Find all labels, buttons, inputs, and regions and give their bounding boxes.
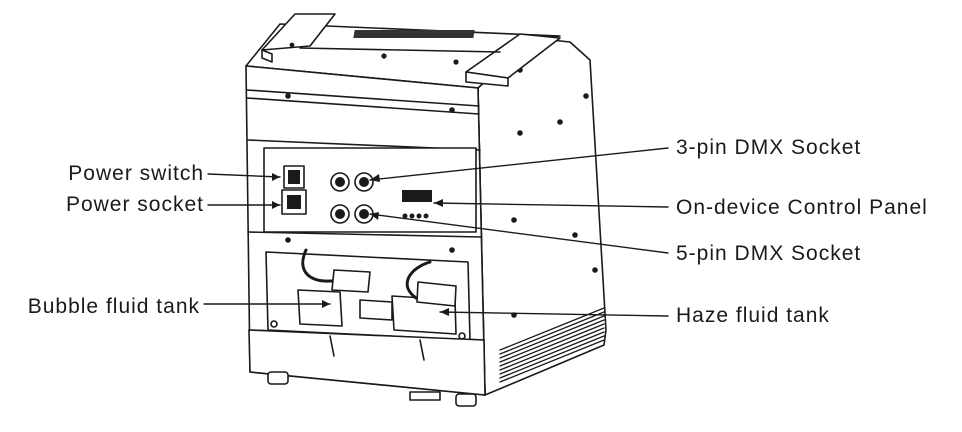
label-power-socket: Power socket <box>65 193 204 216</box>
callout-control-panel <box>433 202 669 208</box>
label-power-switch: Power switch <box>68 162 204 185</box>
side-panel <box>477 37 607 396</box>
callout-5pin-dmx <box>369 213 669 254</box>
callout-power-switch <box>207 173 281 178</box>
label-3pin-dmx-socket: 3-pin DMX Socket <box>676 136 862 159</box>
label-control-panel: On-device Control Panel <box>676 196 928 219</box>
label-bubble-fluid-tank: Bubble fluid tank <box>27 295 200 318</box>
callout-3pin-dmx <box>369 147 669 181</box>
side-vent-grille <box>499 307 605 383</box>
callout-lines <box>203 147 669 317</box>
label-haze-fluid-tank: Haze fluid tank <box>676 304 830 327</box>
label-5pin-dmx-socket: 5-pin DMX Socket <box>676 242 862 265</box>
top-surface <box>245 13 561 89</box>
control-area <box>263 147 477 233</box>
tank-compartment <box>265 248 471 341</box>
callout-haze-tank <box>439 311 669 317</box>
base <box>248 329 486 407</box>
